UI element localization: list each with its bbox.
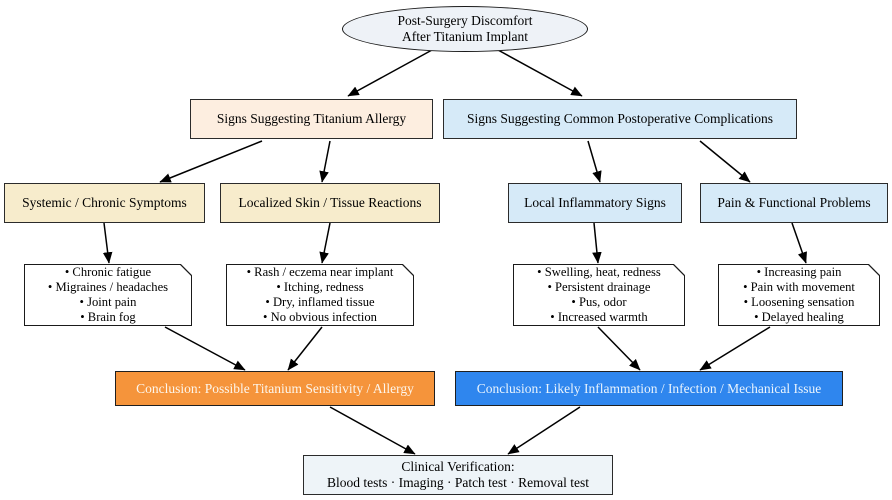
note-localized-list: • Rash / eczema near implant • Itching, … bbox=[226, 262, 414, 327]
note-pain-body bbox=[718, 264, 880, 326]
note-localized-symptoms[interactable]: • Rash / eczema near implant • Itching, … bbox=[226, 264, 414, 326]
edge-allergy-conclusion-to-verification bbox=[329, 406, 416, 455]
list-item: • Pus, odor bbox=[571, 295, 627, 309]
note-systemic-body bbox=[24, 264, 192, 326]
list-item: • Migraines / headaches bbox=[47, 280, 169, 295]
note-systemic-symptoms[interactable]: • Chronic fatigue • Migraines / headache… bbox=[24, 264, 192, 326]
edge-localized-to-note bbox=[319, 222, 331, 264]
edge-allergy-to-localized bbox=[319, 140, 331, 183]
category-node-local-inflammatory-signs[interactable]: Local Inflammatory Signs bbox=[508, 183, 682, 223]
branch-node-titanium-allergy-label: Signs Suggesting Titanium Allergy bbox=[216, 111, 407, 127]
category-node-inflammatory-label: Local Inflammatory Signs bbox=[524, 195, 666, 211]
note-inflammatory-list: • Swelling, heat, redness • Persistent d… bbox=[513, 262, 685, 327]
edge-systemic-note-to-allergy-conclusion bbox=[164, 326, 246, 371]
edge-pain-to-note bbox=[791, 222, 807, 264]
root-node-post-surgery-discomfort[interactable]: Post-Surgery Discomfort After Titanium I… bbox=[342, 6, 588, 52]
branch-node-postoperative-complications[interactable]: Signs Suggesting Common Postoperative Co… bbox=[443, 99, 797, 139]
edge-systemic-to-note bbox=[102, 222, 113, 264]
edge-inflammatory-to-note bbox=[592, 222, 602, 264]
branch-node-titanium-allergy[interactable]: Signs Suggesting Titanium Allergy bbox=[190, 99, 433, 139]
conclusion-node-titanium-sensitivity-label: Conclusion: Possible Titanium Sensitivit… bbox=[136, 380, 414, 396]
note-inflammatory-body bbox=[513, 264, 685, 326]
category-node-localized-skin-tissue-reactions[interactable]: Localized Skin / Tissue Reactions bbox=[220, 183, 440, 223]
list-item: • No obvious infection bbox=[263, 309, 377, 324]
note-pain-symptoms[interactable]: • Increasing pain • Pain with movement •… bbox=[718, 264, 880, 326]
list-item: • Joint pain bbox=[79, 295, 137, 309]
list-item: • Persistent drainage bbox=[547, 280, 651, 295]
note-localized-body bbox=[226, 264, 414, 326]
list-item: • Increased warmth bbox=[550, 309, 648, 324]
list-item: • Swelling, heat, redness bbox=[537, 265, 661, 280]
branch-node-postoperative-complications-label: Signs Suggesting Common Postoperative Co… bbox=[466, 111, 773, 127]
list-item: • Delayed healing bbox=[754, 309, 844, 324]
note-pain-list: • Increasing pain • Pain with movement •… bbox=[718, 262, 880, 327]
category-node-systemic-label: Systemic / Chronic Symptoms bbox=[22, 195, 187, 211]
edge-complications-to-inflammatory bbox=[587, 140, 602, 183]
list-item: • Chronic fatigue bbox=[64, 265, 152, 280]
conclusion-node-titanium-sensitivity[interactable]: Conclusion: Possible Titanium Sensitivit… bbox=[115, 371, 435, 406]
root-node-label: Post-Surgery Discomfort After Titanium I… bbox=[397, 13, 533, 44]
list-item: • Loosening sensation bbox=[743, 295, 855, 309]
note-systemic-list: • Chronic fatigue • Migraines / headache… bbox=[24, 262, 192, 327]
conclusion-node-inflammation-infection-label: Conclusion: Likely Inflammation / Infect… bbox=[476, 380, 822, 396]
list-item: • Brain fog bbox=[80, 309, 136, 324]
edge-root-to-allergy bbox=[347, 49, 433, 97]
edge-allergy-to-systemic bbox=[159, 140, 263, 183]
category-node-pain-functional-problems[interactable]: Pain & Functional Problems bbox=[700, 183, 888, 223]
list-item: • Dry, inflamed tissue bbox=[265, 295, 375, 309]
edge-pain-note-to-infection-conclusion bbox=[699, 326, 771, 371]
edge-infection-conclusion-to-verification bbox=[507, 406, 581, 455]
list-item: • Increasing pain bbox=[756, 265, 842, 280]
edge-inflammatory-note-to-infection-conclusion bbox=[597, 326, 641, 371]
edge-localized-note-to-allergy-conclusion bbox=[287, 326, 323, 371]
list-item: • Pain with movement bbox=[743, 280, 855, 295]
category-node-localized-label: Localized Skin / Tissue Reactions bbox=[238, 195, 422, 211]
list-item: • Itching, redness bbox=[276, 280, 364, 295]
edge-root-to-complications bbox=[497, 49, 583, 97]
note-inflammatory-symptoms[interactable]: • Swelling, heat, redness • Persistent d… bbox=[513, 264, 685, 326]
conclusion-node-inflammation-infection[interactable]: Conclusion: Likely Inflammation / Infect… bbox=[455, 371, 843, 406]
category-node-pain-label: Pain & Functional Problems bbox=[717, 195, 871, 211]
list-item: • Rash / eczema near implant bbox=[246, 265, 394, 280]
edge-complications-to-pain bbox=[699, 140, 751, 183]
category-node-systemic-chronic-symptoms[interactable]: Systemic / Chronic Symptoms bbox=[4, 183, 205, 223]
verification-node-clinical-verification[interactable]: Clinical Verification: Blood tests · Ima… bbox=[303, 455, 613, 495]
verification-node-label: Clinical Verification: Blood tests · Ima… bbox=[326, 459, 590, 490]
